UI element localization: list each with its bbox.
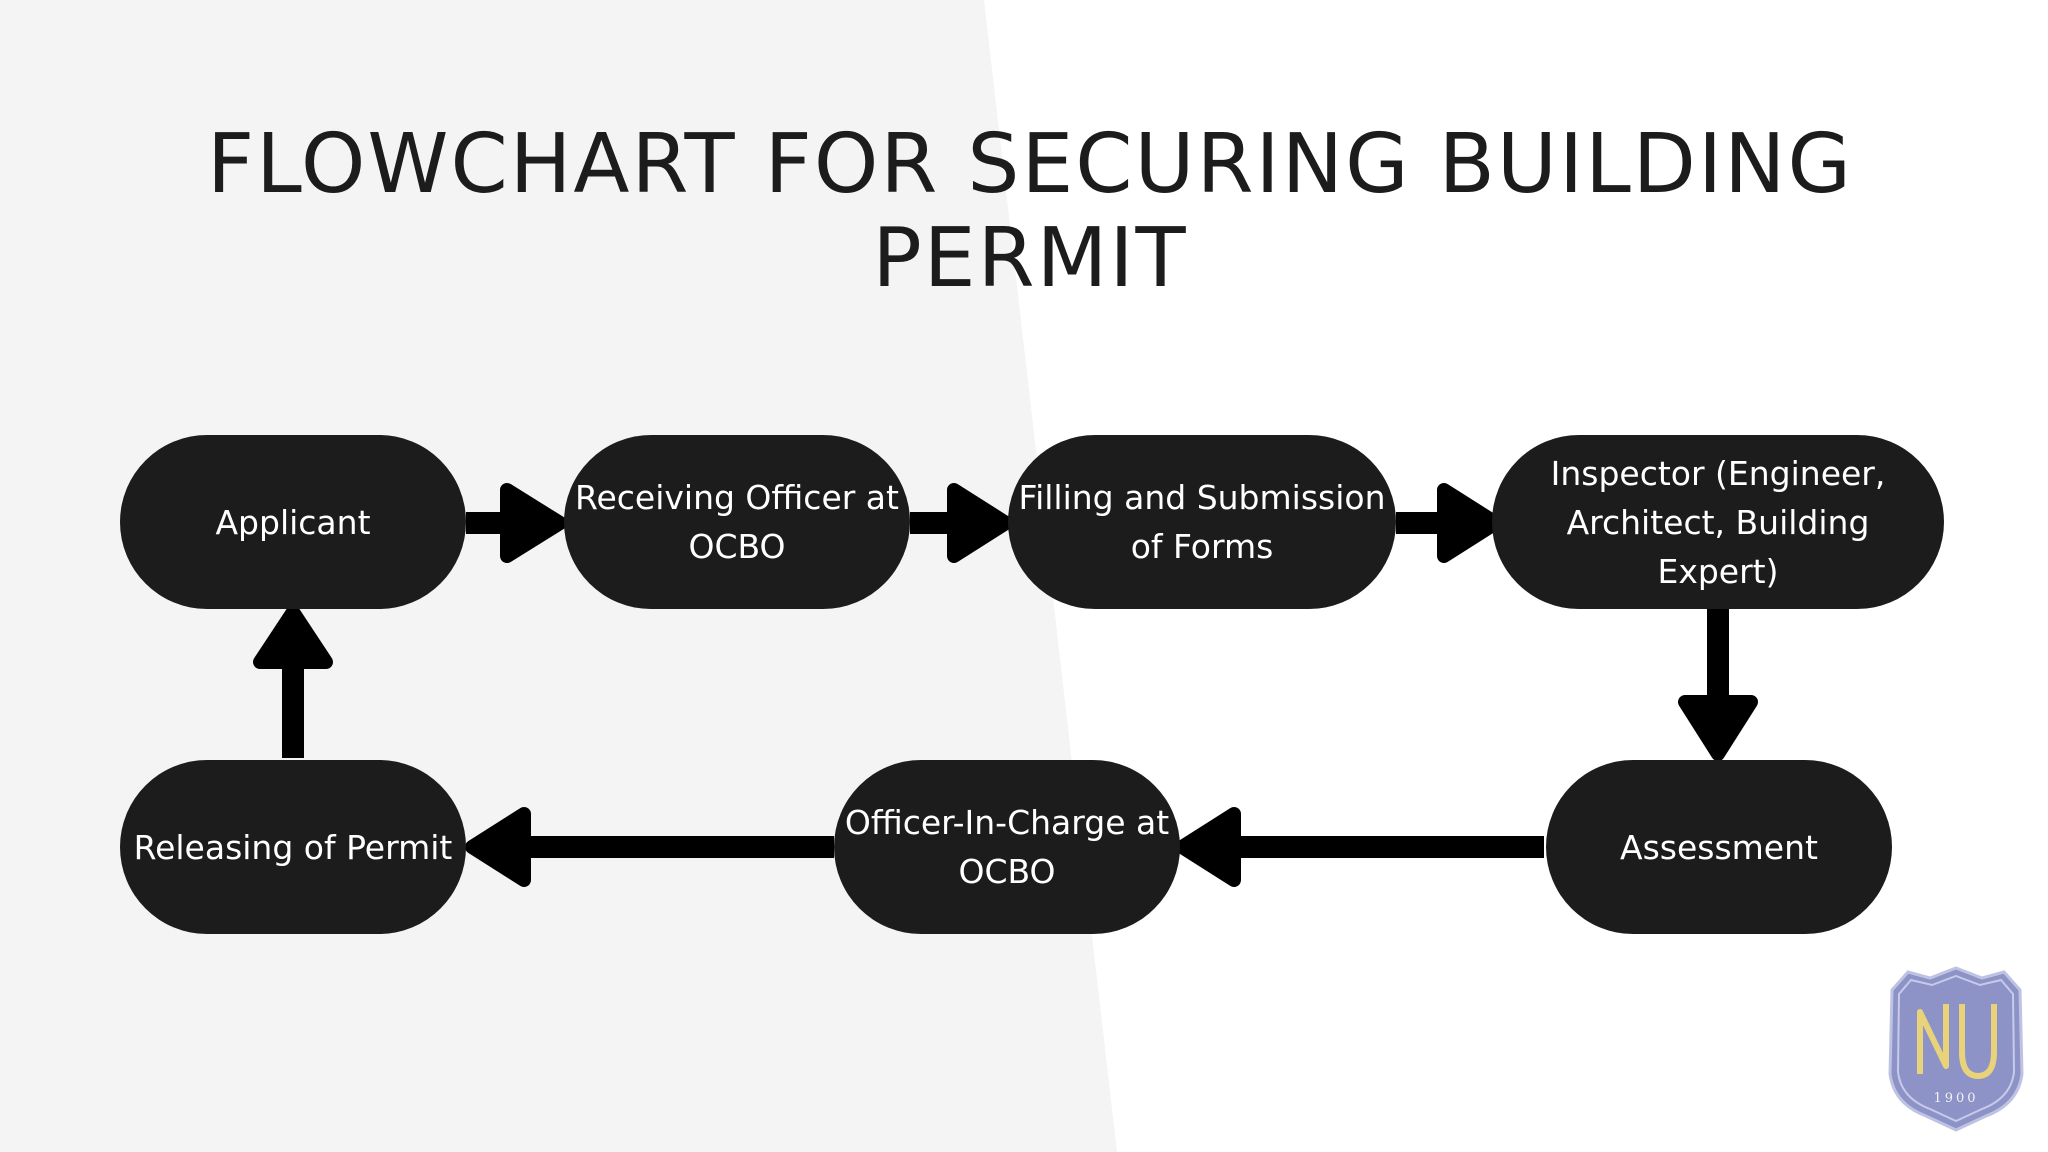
node-receiving-officer: Receiving Officer at OCBO [564, 435, 910, 609]
node-applicant: Applicant [120, 435, 466, 609]
node-applicant-label: Applicant [215, 502, 371, 542]
node-assessment: Assessment [1546, 760, 1892, 934]
node-receiving-officer-label: Receiving Officer at OCBO [575, 478, 899, 566]
logo-letter-n [1917, 1004, 1949, 1074]
node-filling-forms-label: Filling and Submission of Forms [1018, 478, 1386, 566]
logo-letter-u [1959, 1004, 1997, 1080]
logo-year: 1900 [1933, 1091, 1978, 1106]
university-seal-logo: 1900 [1888, 966, 2024, 1132]
node-assessment-label: Assessment [1620, 827, 1818, 867]
edge-receiving-officer-to-filling-forms [910, 483, 1013, 563]
edge-releasing-permit-to-applicant [253, 605, 333, 758]
node-filling-forms: Filling and Submission of Forms [1008, 435, 1396, 609]
node-releasing-permit-label: Releasing of Permit [133, 827, 453, 867]
node-officer-in-charge: Officer-In-Charge at OCBO [834, 760, 1180, 934]
edge-inspector-to-assessment [1678, 606, 1758, 761]
edge-filling-forms-to-inspector [1396, 483, 1503, 563]
node-inspector-label: Inspector (Engineer, Architect, Building… [1550, 453, 1886, 591]
page-title: FLOWCHART FOR SECURING BUILDING PERMIT [206, 117, 1854, 306]
edge-officer-in-charge-to-releasing-permit [465, 807, 834, 887]
node-officer-in-charge-label: Officer-In-Charge at OCBO [844, 803, 1170, 891]
shield-shape [1888, 966, 2024, 1132]
node-inspector: Inspector (Engineer, Architect, Building… [1492, 435, 1944, 609]
edge-assessment-to-officer-in-charge [1175, 807, 1544, 887]
node-releasing-permit: Releasing of Permit [120, 760, 466, 934]
edge-applicant-to-receiving-officer [466, 483, 567, 563]
